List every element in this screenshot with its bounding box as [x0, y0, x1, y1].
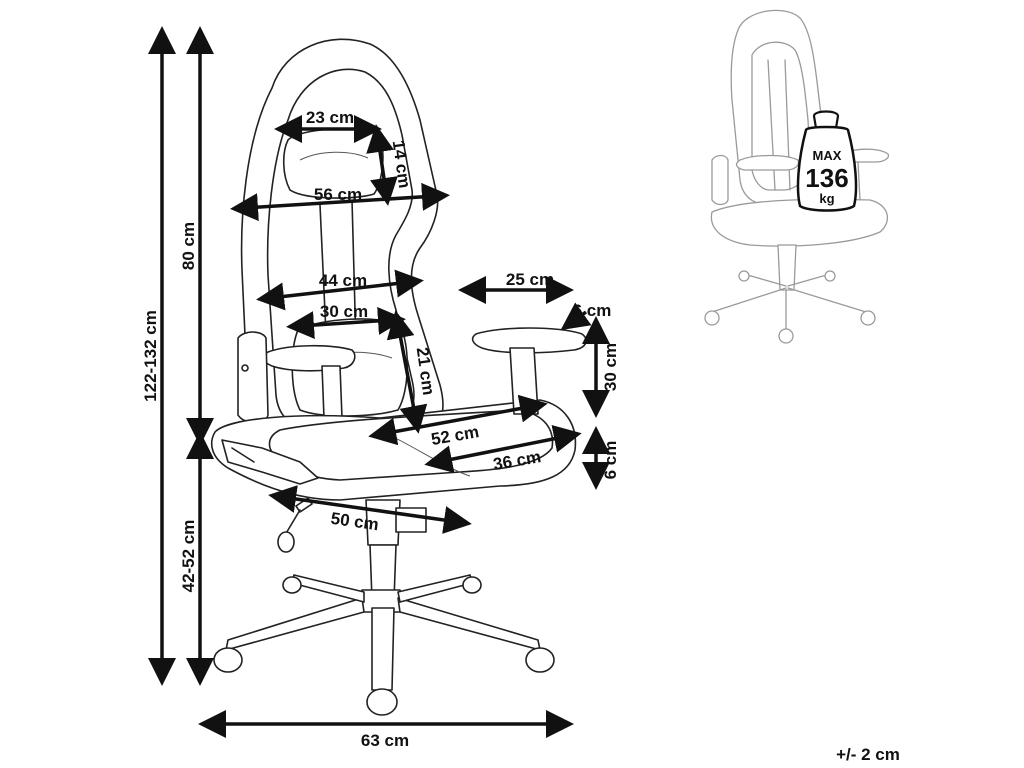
caster — [366, 688, 398, 716]
backrest-top-width-arrow — [230, 182, 450, 222]
backrest-width-label: 44 cm — [319, 271, 367, 290]
total-height-label: 122-132 cm — [141, 310, 160, 402]
ghost-cylinder — [777, 244, 797, 291]
ghost-seat — [710, 198, 889, 247]
ghost-caster — [778, 328, 794, 344]
seat-mechanism — [221, 439, 319, 485]
weight-icon-handle — [812, 110, 840, 130]
mechanism-block — [395, 507, 427, 533]
caster — [462, 576, 482, 594]
base-leg-front — [371, 607, 395, 691]
weight-capacity-illustration: MAX 136 kg — [704, 9, 890, 344]
caster — [213, 647, 243, 673]
seat-height-label: 42-52 cm — [179, 520, 198, 593]
armrest-length-label: 25 cm — [506, 270, 554, 289]
lumbar-width-label: 30 cm — [320, 302, 368, 321]
backrest-height-label: 80 cm — [179, 222, 198, 270]
ghost-armrest-post — [857, 161, 861, 201]
ghost-caster — [738, 270, 750, 282]
ghost-caster — [824, 270, 836, 282]
seat-depth-arrow — [424, 425, 582, 473]
weight-icon: MAX 136 kg — [796, 110, 858, 212]
weight-icon-body — [796, 125, 858, 212]
caster — [525, 647, 555, 673]
caster-wheels — [213, 576, 555, 716]
backrest-width-arrow — [256, 269, 424, 311]
weight-badge-unit: kg — [819, 191, 834, 206]
ghost-chair-drawing — [704, 9, 890, 344]
armrest-height-label: 30 cm — [601, 343, 620, 391]
mechanism-detail — [231, 447, 255, 463]
right-armrest-post — [509, 347, 539, 415]
tilt-lever-knob — [277, 531, 295, 553]
armrest-width-arrow — [560, 302, 592, 331]
base-leg-back-left — [291, 574, 365, 603]
lever-knob — [241, 364, 249, 372]
ghost-left-armrest — [735, 154, 800, 171]
ghost-caster — [704, 310, 720, 326]
armrest-width-label: 6 cm — [573, 301, 612, 320]
ghost-caster — [860, 310, 876, 326]
tolerance-note: +/- 2 cm — [836, 745, 900, 764]
weight-badge-prefix: MAX — [813, 148, 842, 163]
dimension-arrows — [148, 25, 610, 738]
lumbar-width-arrow — [286, 306, 406, 340]
headrest-seam — [299, 151, 369, 161]
seat-width-arrow — [368, 394, 548, 446]
headrest-width-label: 23 cm — [306, 108, 354, 127]
left-armrest-pad — [263, 344, 356, 372]
ghost-base — [711, 273, 867, 333]
base-width-label: 63 cm — [361, 731, 409, 750]
weight-badge-value: 136 — [805, 163, 848, 193]
seat-thickness-label: 6 cm — [601, 441, 620, 480]
backrest-top-width-label: 56 cm — [314, 185, 362, 204]
ghost-lever — [711, 154, 729, 206]
seat-base-depth-arrow — [268, 485, 472, 534]
recline-lever — [237, 331, 269, 424]
caster — [282, 576, 302, 594]
right-armrest-pad — [471, 327, 587, 354]
base-leg-back-right — [397, 574, 473, 603]
base-leg-right — [397, 597, 541, 651]
base-leg-left — [225, 597, 365, 651]
